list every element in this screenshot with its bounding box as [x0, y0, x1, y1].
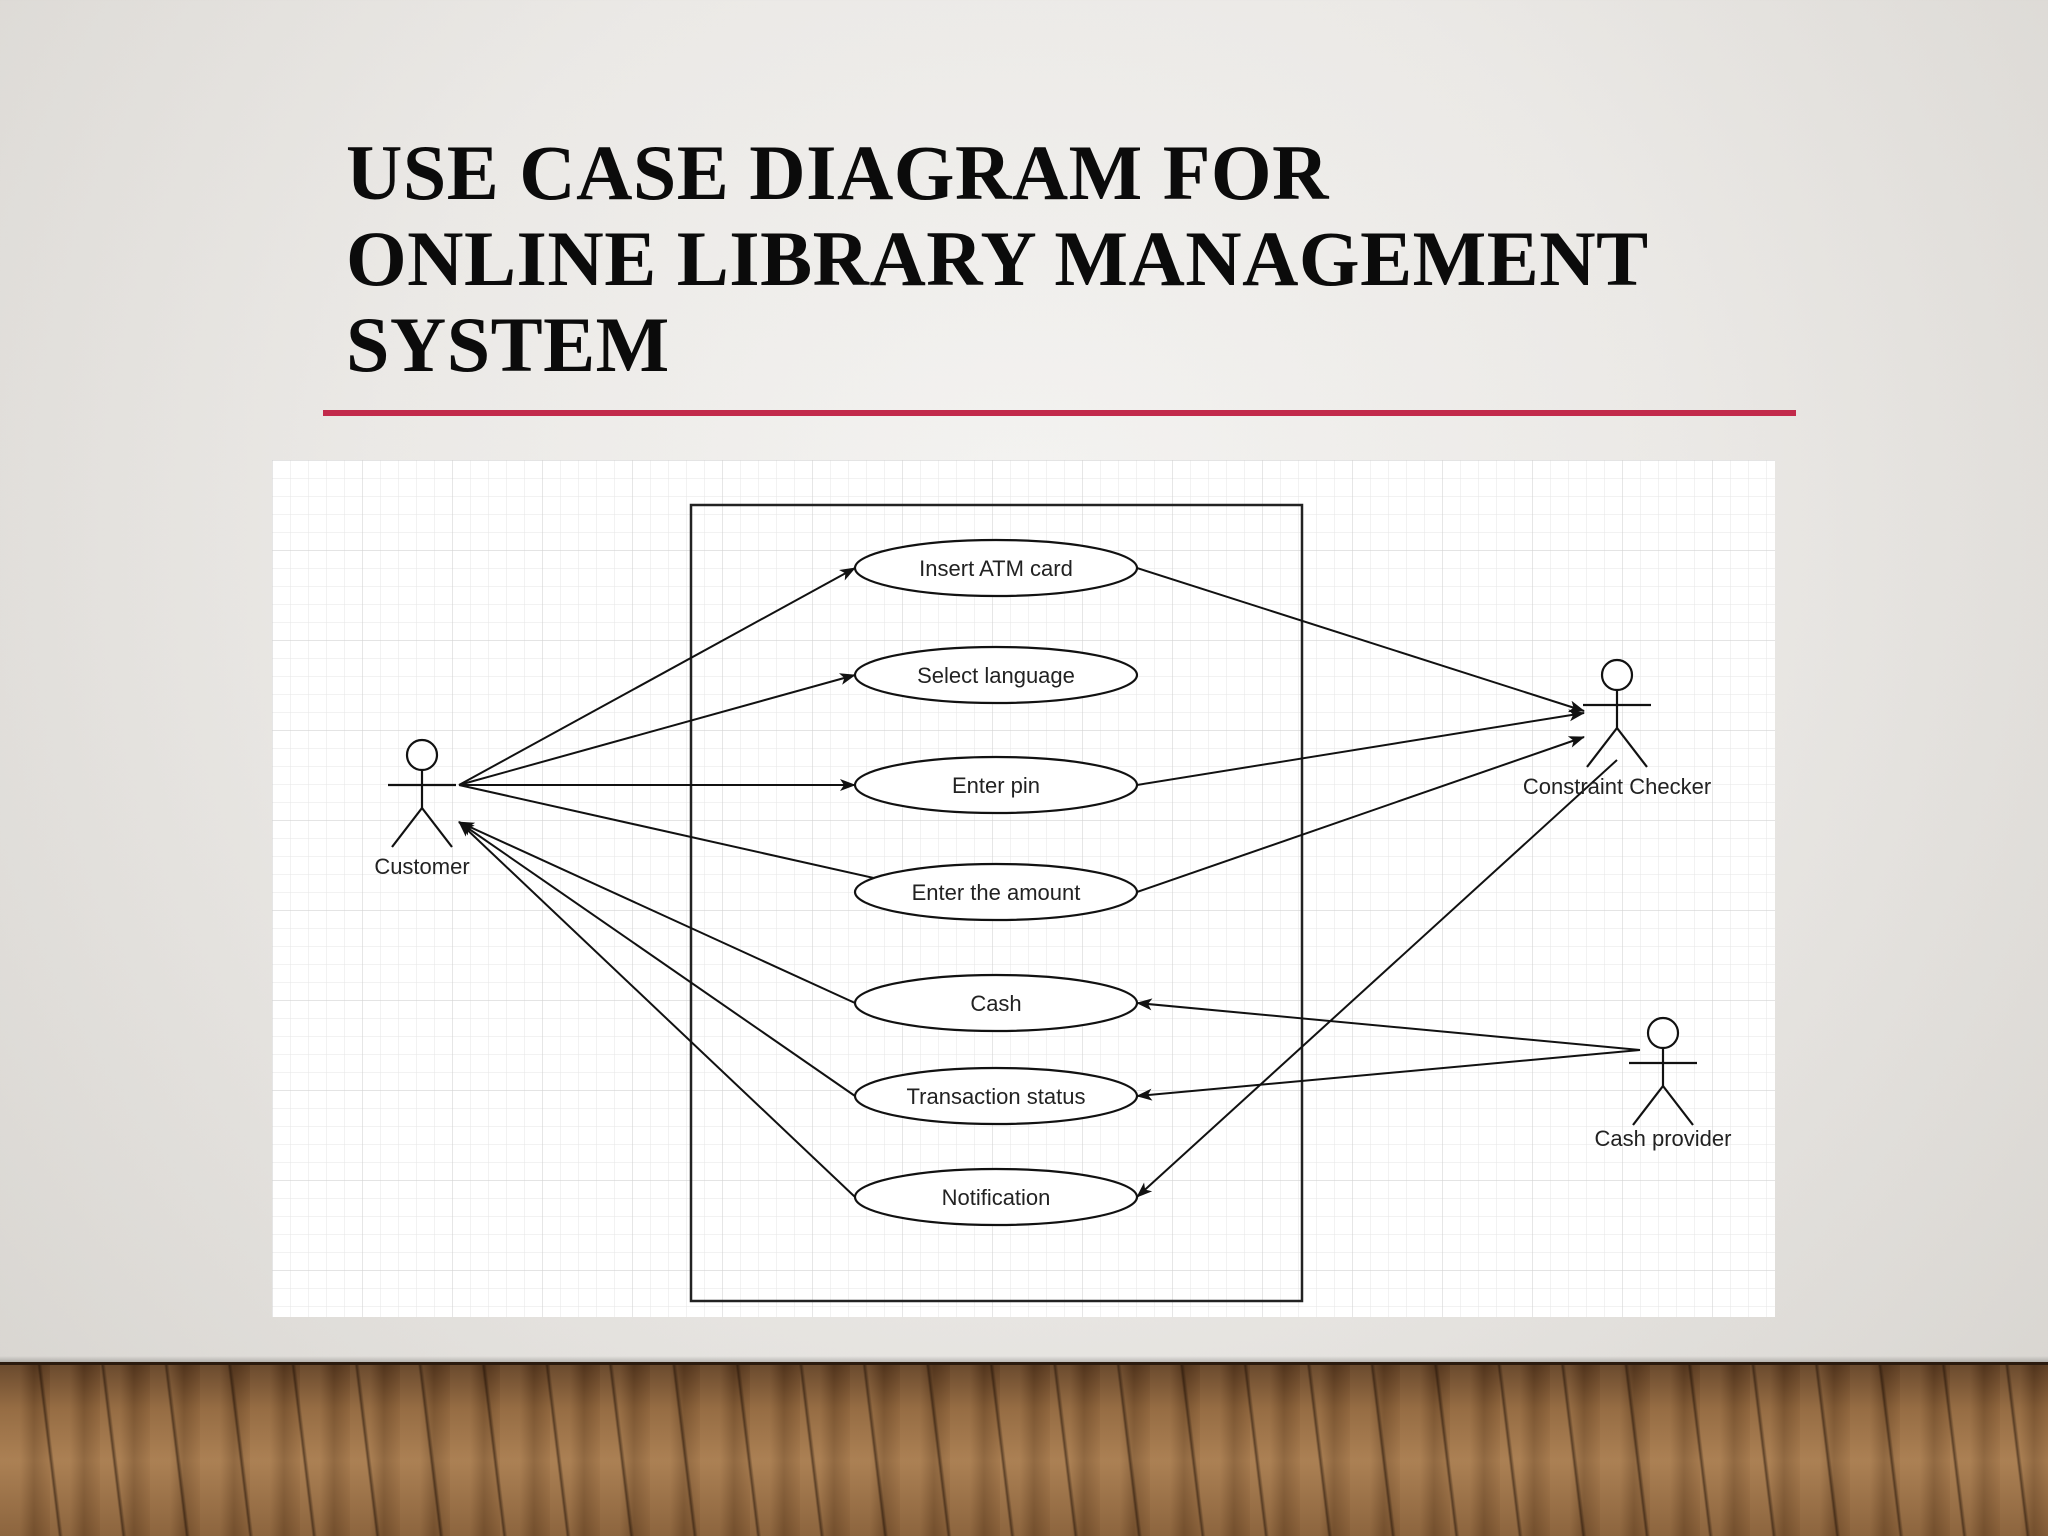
wooden-floor — [0, 1362, 2048, 1536]
association-cash-to-customer — [458, 821, 856, 1004]
association-insert-to-checker — [1136, 567, 1585, 713]
actor-label: Customer — [374, 854, 469, 879]
actor-label: Constraint Checker — [1523, 774, 1711, 799]
use-case-label: Transaction status — [907, 1084, 1086, 1109]
slide-title-line-1: USE CASE DIAGRAM FOR — [346, 129, 1329, 216]
slide-title-line-2: ONLINE LIBRARY MANAGEMENT — [346, 215, 1649, 302]
slide-title-line-3: SYSTEM — [346, 301, 670, 388]
use-case-ellipse — [853, 1167, 1139, 1227]
association-customer-to-language — [458, 673, 856, 786]
actor-constraint-checker: Constraint Checker — [1523, 658, 1711, 799]
use-case-label: Notification — [942, 1185, 1051, 1210]
stick-figure-icon — [1629, 1016, 1697, 1126]
use-case-notification: Notification — [853, 1167, 1139, 1227]
association-pin-to-checker — [1136, 709, 1585, 786]
association-amount-to-checker — [1136, 736, 1585, 893]
association-customer-to-amount — [458, 784, 924, 892]
use-case-ellipse — [853, 645, 1139, 705]
use-case-label: Enter the amount — [912, 880, 1081, 905]
association-notification-to-customer — [458, 821, 856, 1198]
use-case-label: Cash — [970, 991, 1021, 1016]
floor-shadow — [0, 1356, 2048, 1364]
use-case-cash: Cash — [853, 973, 1139, 1033]
use-case-ellipse — [853, 538, 1139, 598]
stick-figure-icon — [388, 738, 456, 848]
use-case-ellipse — [853, 973, 1139, 1033]
use-case-ellipse — [853, 755, 1139, 815]
associations — [458, 567, 1641, 1198]
system-boundary — [689, 503, 1304, 1303]
use-case-ellipse — [853, 1066, 1139, 1126]
use-case-transaction-status: Transaction status — [853, 1066, 1139, 1126]
stick-figure-icon — [1583, 658, 1651, 768]
use-case-label: Insert ATM card — [919, 556, 1073, 581]
use-case-enter-the-amount: Enter the amount — [853, 862, 1139, 922]
title-underline — [323, 410, 1796, 416]
actor-cash-provider: Cash provider — [1595, 1016, 1732, 1151]
use-case-enter-pin: Enter pin — [853, 755, 1139, 815]
use-case-label: Enter pin — [952, 773, 1040, 798]
use-case-select-language: Select language — [853, 645, 1139, 705]
use-case-ellipse — [853, 862, 1139, 922]
association-customer-to-insert — [458, 567, 856, 786]
association-status-to-customer — [458, 821, 856, 1097]
use-case-insert-atm-card: Insert ATM card — [853, 538, 1139, 598]
actor-label: Cash provider — [1595, 1126, 1732, 1151]
association-cash-provider-to-cash — [1136, 998, 1641, 1051]
slide-title: USE CASE DIAGRAM FOR ONLINE LIBRARY MANA… — [346, 130, 1846, 388]
association-cash-provider-to-status — [1136, 1049, 1641, 1101]
association-checker-to-notification — [1136, 759, 1618, 1198]
use-case-label: Select language — [917, 663, 1075, 688]
actor-customer: Customer — [374, 738, 470, 879]
